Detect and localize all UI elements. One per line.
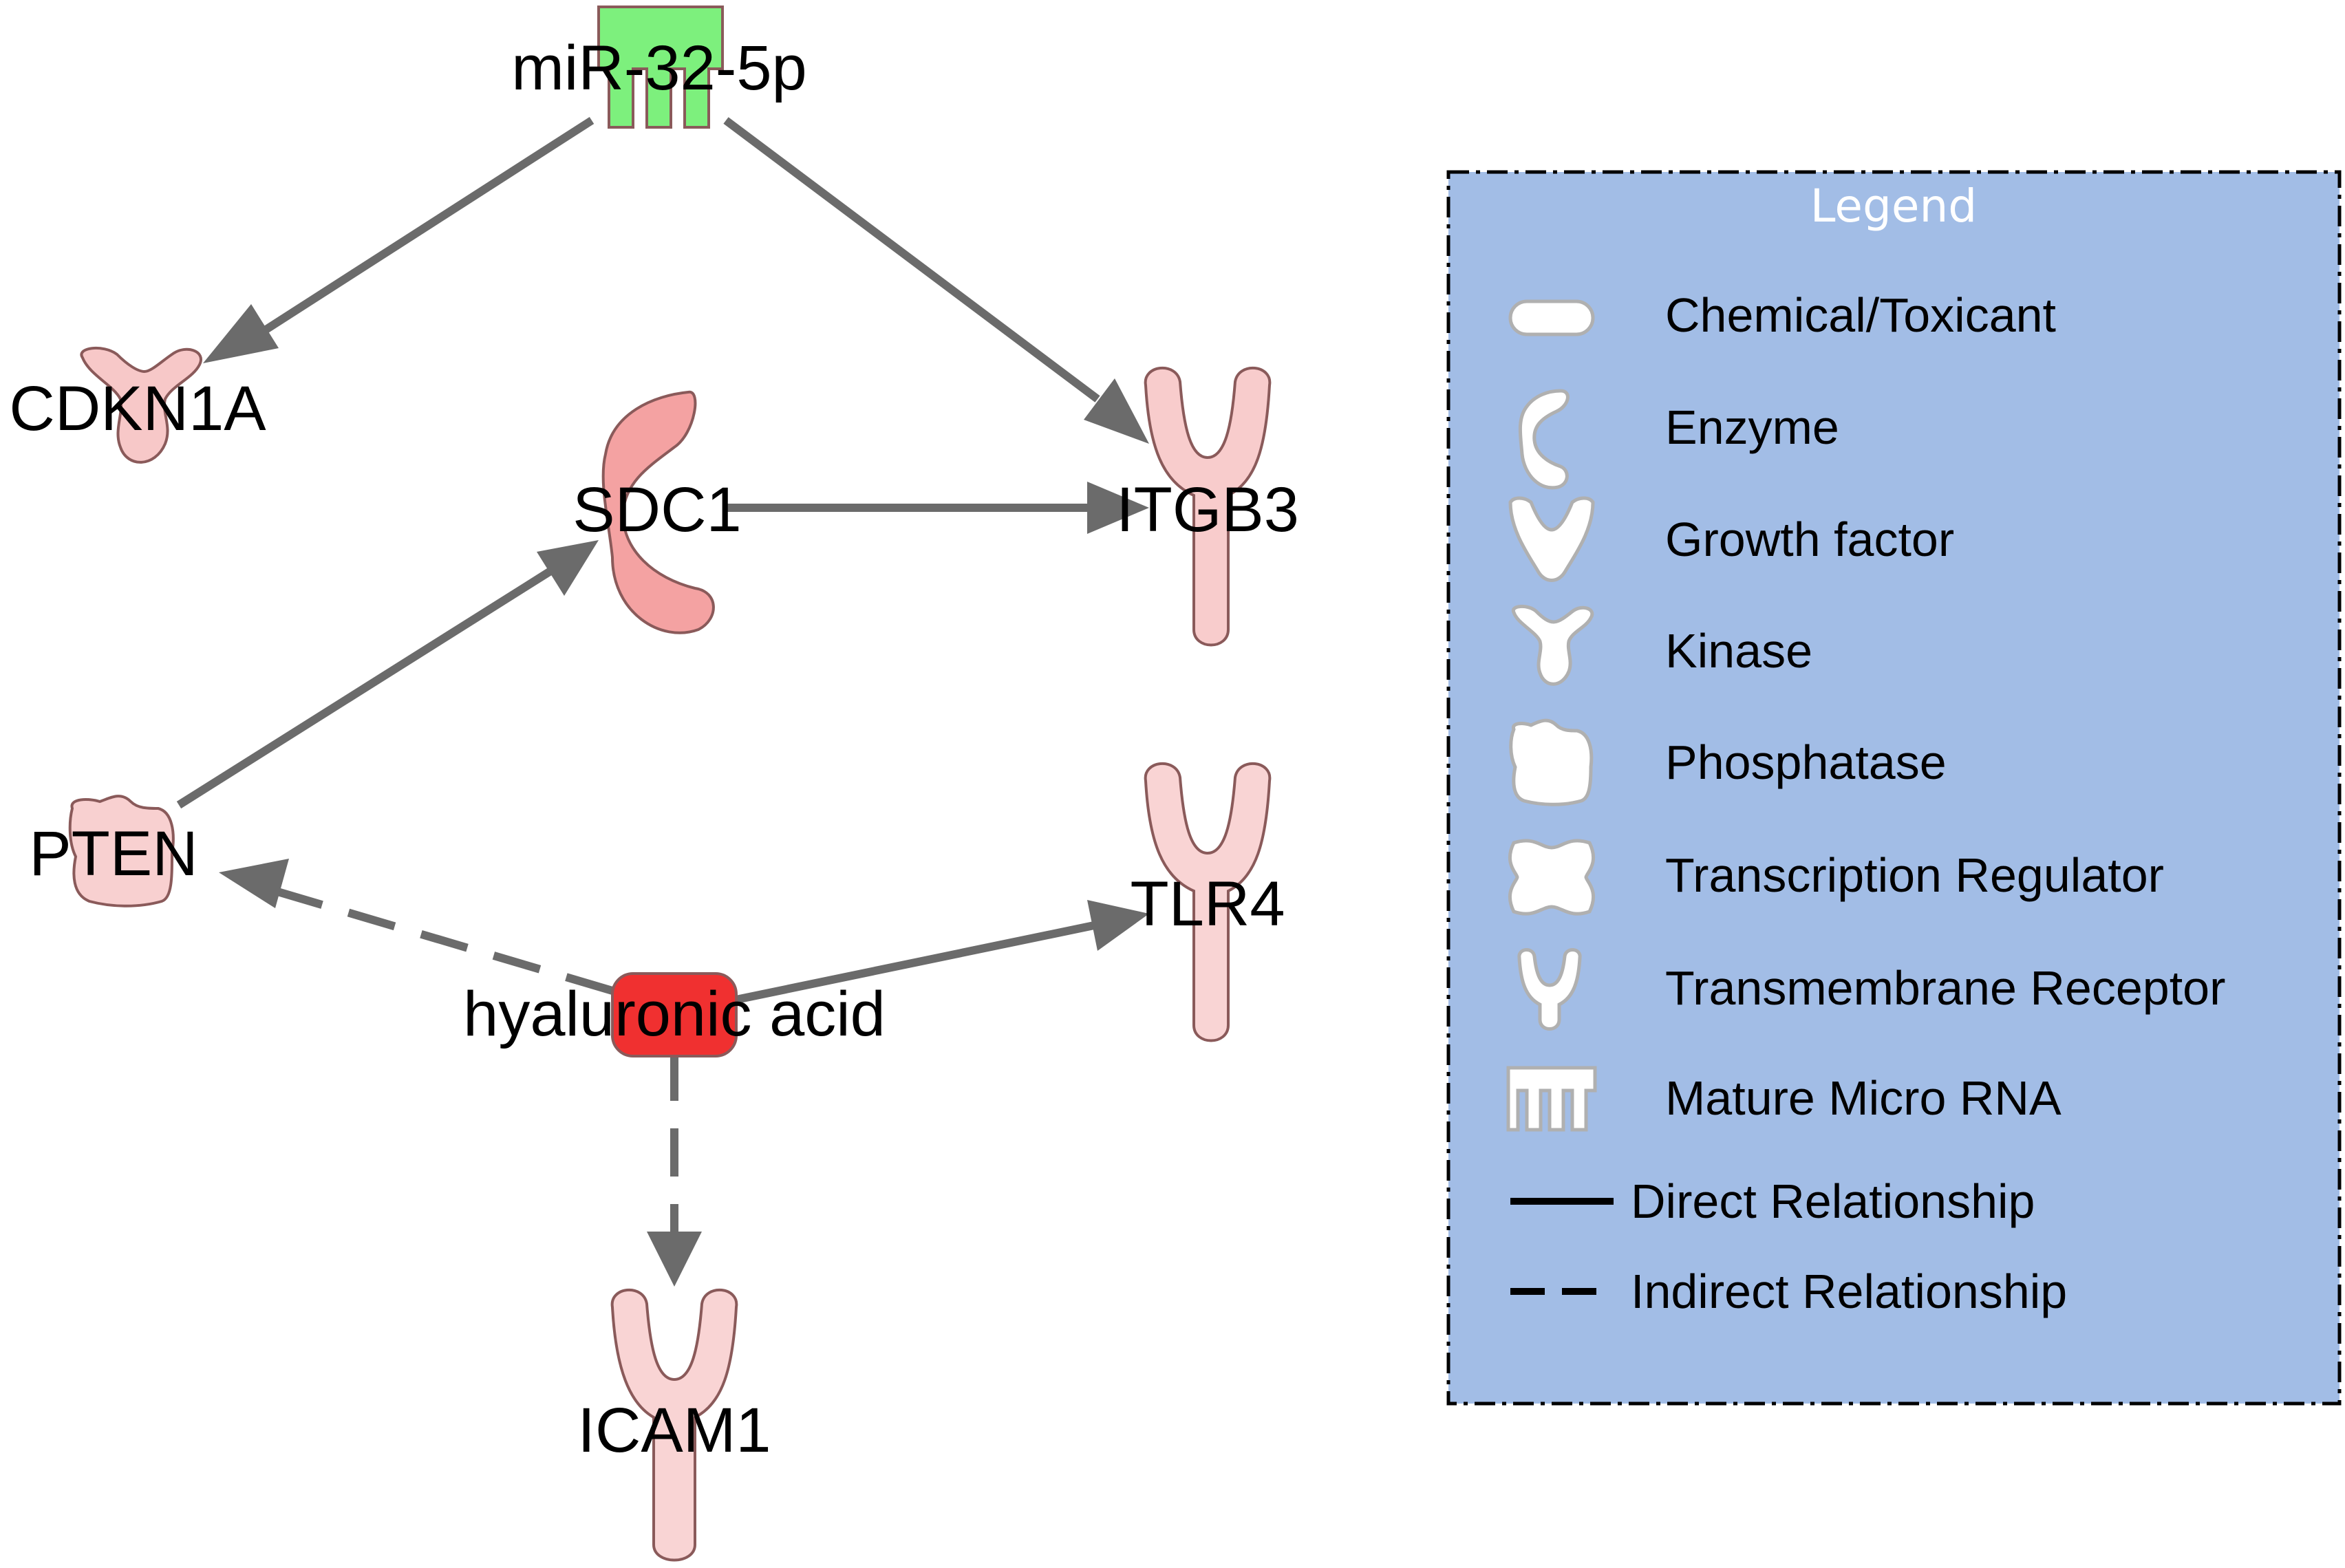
legend-label-phosphatase: Phosphatase bbox=[1665, 735, 1947, 789]
node-label-icam1: ICAM1 bbox=[577, 1395, 771, 1465]
node-mir32[interactable]: miR-32-5p bbox=[511, 6, 807, 129]
node-cdkn1a[interactable]: CDKN1A bbox=[9, 346, 266, 464]
edge-mir32-cdkn1a bbox=[203, 116, 595, 363]
legend-label-indirect-relationship: Indirect Relationship bbox=[1631, 1265, 2067, 1318]
enzyme-icon bbox=[1518, 389, 1570, 490]
receptor-icon bbox=[610, 1288, 738, 1562]
legend-panel: Legend Chemical/Toxicant Enzyme Growth f… bbox=[1446, 170, 2342, 1406]
node-label-hyaluronic-acid: hyaluronic acid bbox=[463, 979, 886, 1049]
legend-title: Legend bbox=[1810, 180, 1977, 233]
receptor-icon bbox=[1144, 366, 1272, 647]
growth-factor-icon bbox=[1508, 496, 1595, 582]
kinase-icon bbox=[1511, 605, 1594, 686]
legend-item-direct-relationship: Direct Relationship bbox=[1510, 1174, 2035, 1228]
rounded-rectangle-icon bbox=[1508, 299, 1595, 336]
phosphatase-icon bbox=[1509, 718, 1594, 806]
legend-label-direct-relationship: Direct Relationship bbox=[1631, 1174, 2035, 1228]
node-label-cdkn1a: CDKN1A bbox=[9, 374, 266, 444]
legend-item-enzyme: Enzyme bbox=[1518, 389, 1839, 490]
legend-label-growth-factor: Growth factor bbox=[1665, 513, 1954, 566]
enzyme-icon bbox=[601, 390, 715, 634]
node-label-sdc1: SDC1 bbox=[572, 475, 741, 545]
chemical-icon bbox=[611, 972, 738, 1057]
kinase-icon bbox=[80, 346, 202, 464]
legend-label-kinase: Kinase bbox=[1665, 624, 1812, 678]
legend-label-mature-microrna: Mature Micro RNA bbox=[1665, 1071, 2062, 1125]
edge-mir32-itgb3 bbox=[723, 117, 1149, 444]
receptor-icon bbox=[1144, 762, 1272, 1042]
legend-item-transcription-regulator: Transcription Regulator bbox=[1508, 839, 2164, 916]
node-sdc1[interactable]: SDC1 bbox=[572, 390, 742, 634]
legend-item-phosphatase: Phosphatase bbox=[1509, 718, 1947, 806]
edge-pten-sdc1 bbox=[176, 540, 599, 809]
legend-label-enzyme: Enzyme bbox=[1665, 400, 1839, 454]
legend-label-chemical: Chemical/Toxicant bbox=[1665, 288, 2056, 342]
phosphatase-icon bbox=[68, 795, 175, 907]
legend-item-mature-microrna: Mature Micro RNA bbox=[1506, 1066, 2062, 1132]
node-icam1[interactable]: ICAM1 bbox=[577, 1288, 771, 1562]
transcription-regulator-icon bbox=[1508, 839, 1596, 916]
legend-item-transmembrane-receptor: Transmembrane Receptor bbox=[1517, 948, 2225, 1031]
legend-item-chemical: Chemical/Toxicant bbox=[1508, 288, 2056, 342]
node-pten[interactable]: PTEN bbox=[29, 795, 198, 907]
edges bbox=[176, 116, 1149, 1287]
node-label-pten: PTEN bbox=[29, 819, 197, 889]
legend-item-growth-factor: Growth factor bbox=[1508, 496, 1954, 582]
legend-item-kinase: Kinase bbox=[1511, 605, 1812, 686]
legend-item-indirect-relationship: Indirect Relationship bbox=[1510, 1265, 2067, 1318]
edge-hyaluronic-icam1 bbox=[647, 1053, 702, 1287]
edge-hyaluronic-pten bbox=[219, 859, 614, 995]
receptor-icon bbox=[1517, 948, 1582, 1031]
microrna-icon bbox=[597, 6, 724, 129]
node-hyaluronic-acid[interactable]: hyaluronic acid bbox=[463, 972, 886, 1057]
legend-label-transmembrane-receptor: Transmembrane Receptor bbox=[1665, 961, 2225, 1015]
node-label-itgb3: ITGB3 bbox=[1116, 475, 1299, 545]
node-label-mir32: miR-32-5p bbox=[511, 33, 806, 103]
edge-hyaluronic-tlr4 bbox=[728, 900, 1149, 1005]
node-label-tlr4: TLR4 bbox=[1131, 869, 1285, 939]
legend-label-transcription-regulator: Transcription Regulator bbox=[1665, 848, 2164, 902]
microrna-icon bbox=[1506, 1066, 1597, 1132]
node-tlr4[interactable]: TLR4 bbox=[1131, 762, 1285, 1042]
node-itgb3[interactable]: ITGB3 bbox=[1116, 366, 1299, 647]
edge-sdc1-itgb3 bbox=[726, 482, 1149, 534]
